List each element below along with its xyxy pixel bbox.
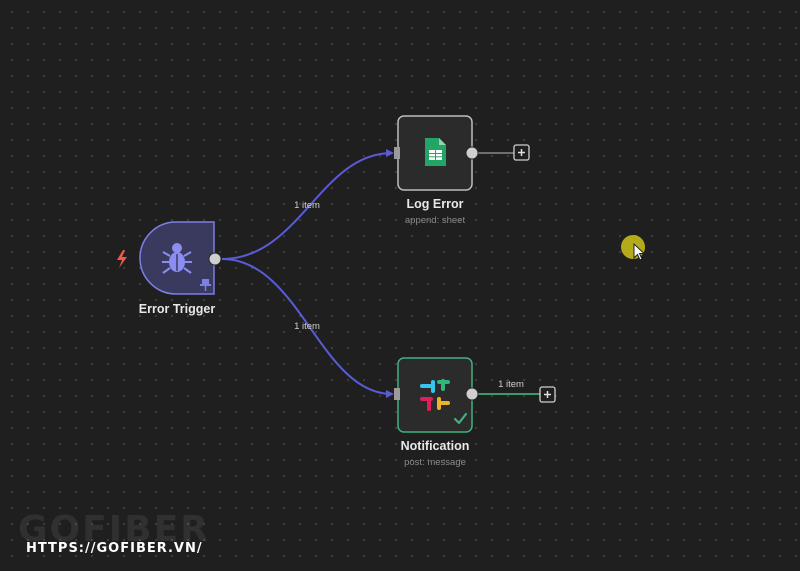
node-title-log-error: Log Error xyxy=(406,197,464,211)
edge-arrowhead-log-error xyxy=(386,149,394,157)
edge-label-trigger-to-log: 1 item xyxy=(294,200,320,211)
bug-icon xyxy=(162,243,192,274)
node-notification[interactable] xyxy=(394,357,479,433)
watermark-brand: GOFIBER xyxy=(18,509,210,550)
edge-trigger-to-log-error[interactable] xyxy=(221,152,393,260)
node-title-error-trigger: Error Trigger xyxy=(138,302,216,316)
node-subtitle-log-error: append: sheet xyxy=(404,215,466,226)
add-node-button[interactable] xyxy=(539,386,556,403)
edge-label-notification-output: 1 item xyxy=(498,379,524,390)
watermark: GOFIBER HTTPS://GOFIBER.VN/ xyxy=(18,512,258,564)
output-handle[interactable] xyxy=(465,146,479,160)
lightning-icon xyxy=(117,250,127,268)
add-node-button[interactable] xyxy=(513,144,530,161)
input-handle[interactable] xyxy=(394,147,400,159)
output-handle[interactable] xyxy=(208,252,222,266)
success-check-icon xyxy=(453,412,468,425)
watermark-url: HTTPS://GOFIBER.VN/ xyxy=(26,541,203,556)
google-sheets-icon xyxy=(425,138,446,166)
edge-label-trigger-to-notification: 1 item xyxy=(294,321,320,332)
output-handle[interactable] xyxy=(465,387,479,401)
slack-icon xyxy=(420,379,450,411)
mouse-cursor-icon xyxy=(621,235,646,261)
pin-icon[interactable] xyxy=(200,279,211,291)
edge-trigger-to-notification[interactable] xyxy=(221,258,393,395)
node-log-error[interactable] xyxy=(394,115,479,191)
input-handle[interactable] xyxy=(394,388,400,400)
node-title-notification: Notification xyxy=(400,439,470,453)
node-subtitle-notification: post: message xyxy=(404,457,466,468)
edge-arrowhead-notification xyxy=(386,390,394,398)
node-error-trigger[interactable] xyxy=(139,221,222,295)
